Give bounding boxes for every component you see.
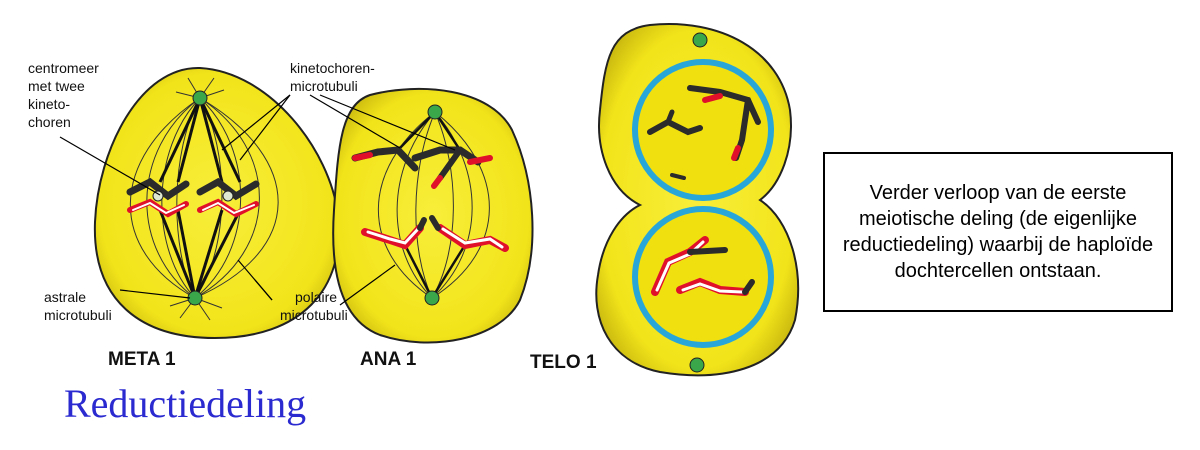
- page-title: Reductiedeling: [64, 381, 307, 426]
- stage-label-telo1: TELO 1: [530, 352, 597, 373]
- label-polaire-line2: microtubuli: [280, 307, 348, 323]
- label-astrale-line2: microtubuli: [44, 307, 112, 323]
- label-kinetochoren-line2: microtubuli: [290, 78, 358, 94]
- meta1-kinetochore-fibers: [158, 97, 242, 299]
- label-polaire-line1: polaire: [295, 289, 337, 305]
- label-kinetochoren: kinetochoren- microtubuli: [290, 60, 375, 94]
- ana1-chromosomes: [351, 146, 509, 252]
- ana1-spindle: [377, 111, 490, 299]
- label-astrale-line1: astrale: [44, 289, 86, 305]
- label-astrale: astrale microtubuli: [44, 289, 112, 323]
- telo1-cell: [595, 23, 799, 377]
- stage-label-meta1: META 1: [108, 349, 176, 370]
- caption-text: Verder verloop van de eerste meiotische …: [842, 182, 1154, 282]
- meta1-centrosome-top: [192, 90, 208, 106]
- stage-label-ana1: ANA 1: [360, 349, 417, 370]
- leader-centromeer: [59, 136, 161, 196]
- label-kinetochoren-line1: kinetochoren-: [290, 60, 375, 76]
- meta1-centrosome-bottom: [187, 290, 203, 306]
- ana1-centrosome-top: [427, 104, 443, 120]
- ana1-centrosome-bottom: [424, 290, 440, 306]
- telo1-centrosome-bottom: [689, 357, 705, 373]
- label-centromeer-line2: met twee: [28, 78, 85, 94]
- meta1-cell: [93, 66, 340, 340]
- label-centromeer-line4: choren: [28, 114, 71, 130]
- telo1-centrosome-top: [692, 32, 708, 48]
- leader-kinetochoren-1: [221, 94, 291, 151]
- leader-polaire-3: [339, 264, 396, 306]
- leader-lines: [59, 94, 456, 306]
- label-centromeer: centromeer met twee kineto- choren: [28, 60, 99, 130]
- leader-astrale: [119, 289, 191, 299]
- label-centromeer-line3: kineto-: [28, 96, 70, 112]
- label-polaire: polaire microtubuli: [280, 289, 348, 323]
- leader-kinetochoren-2: [239, 94, 291, 161]
- leader-kinetochoren-4: [319, 94, 456, 151]
- label-centromeer-line1: centromeer: [28, 60, 99, 76]
- ana1-cell: [332, 87, 534, 344]
- caption-box: Verder verloop van de eerste meiotische …: [823, 152, 1173, 312]
- leader-polaire-2: [254, 279, 273, 301]
- leader-kinetochoren-3: [309, 94, 401, 149]
- telo1-chromosomes: [647, 85, 761, 296]
- telo1-nucleus-bottom: [632, 206, 774, 348]
- meta1-chromosomes: [126, 177, 260, 218]
